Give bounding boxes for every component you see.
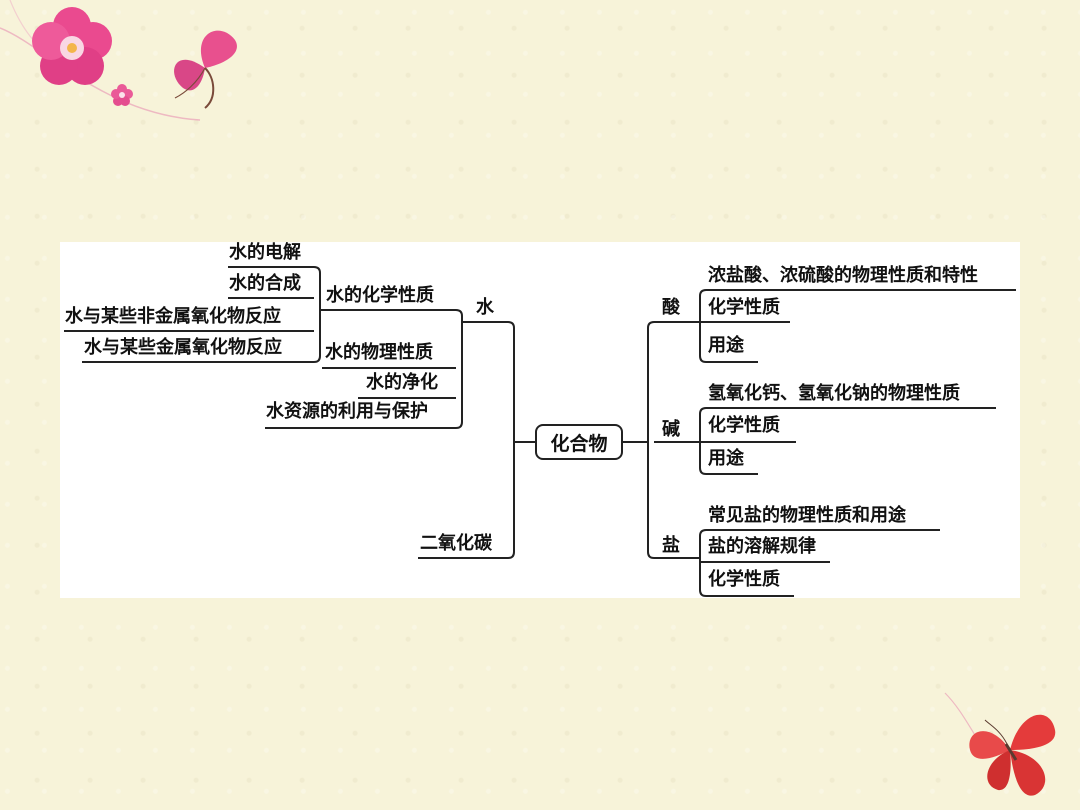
diagram-panel xyxy=(60,242,1020,598)
node-water-resources: 水资源的利用与保护 xyxy=(266,401,428,422)
center-node-label: 化合物 xyxy=(550,432,608,455)
node-water-chemical-properties: 水的化学性质 xyxy=(326,285,434,306)
node-acid-item-3: 用途 xyxy=(708,335,744,356)
butterfly-icon xyxy=(944,692,1056,796)
node-water-physical-properties: 水的物理性质 xyxy=(325,342,433,363)
node-base-item-2: 化学性质 xyxy=(708,415,780,436)
node-water-purification: 水的净化 xyxy=(366,372,438,393)
node-base-item-1: 氢氧化钙、氢氧化钠的物理性质 xyxy=(708,383,960,404)
node-salt-item-2: 盐的溶解规律 xyxy=(708,536,816,557)
node-water-nonmetal-oxide: 水与某些非金属氧化物反应 xyxy=(65,306,281,327)
node-acid-item-2: 化学性质 xyxy=(708,297,780,318)
node-salt: 盐 xyxy=(662,535,680,556)
node-salt-item-3: 化学性质 xyxy=(708,569,780,590)
node-acid: 酸 xyxy=(662,297,680,318)
node-water: 水 xyxy=(476,297,494,318)
node-water-metal-oxide: 水与某些金属氧化物反应 xyxy=(84,337,282,358)
flower-butterfly-icon xyxy=(0,0,237,121)
node-base: 碱 xyxy=(662,419,680,440)
center-node-box: 化合物 xyxy=(535,424,623,460)
node-base-item-3: 用途 xyxy=(708,448,744,469)
node-carbon-dioxide: 二氧化碳 xyxy=(420,533,492,554)
node-water-electrolysis: 水的电解 xyxy=(229,242,301,263)
node-water-synthesis: 水的合成 xyxy=(229,273,301,294)
node-salt-item-1: 常见盐的物理性质和用途 xyxy=(708,505,906,526)
node-acid-item-1: 浓盐酸、浓硫酸的物理性质和特性 xyxy=(708,265,978,286)
